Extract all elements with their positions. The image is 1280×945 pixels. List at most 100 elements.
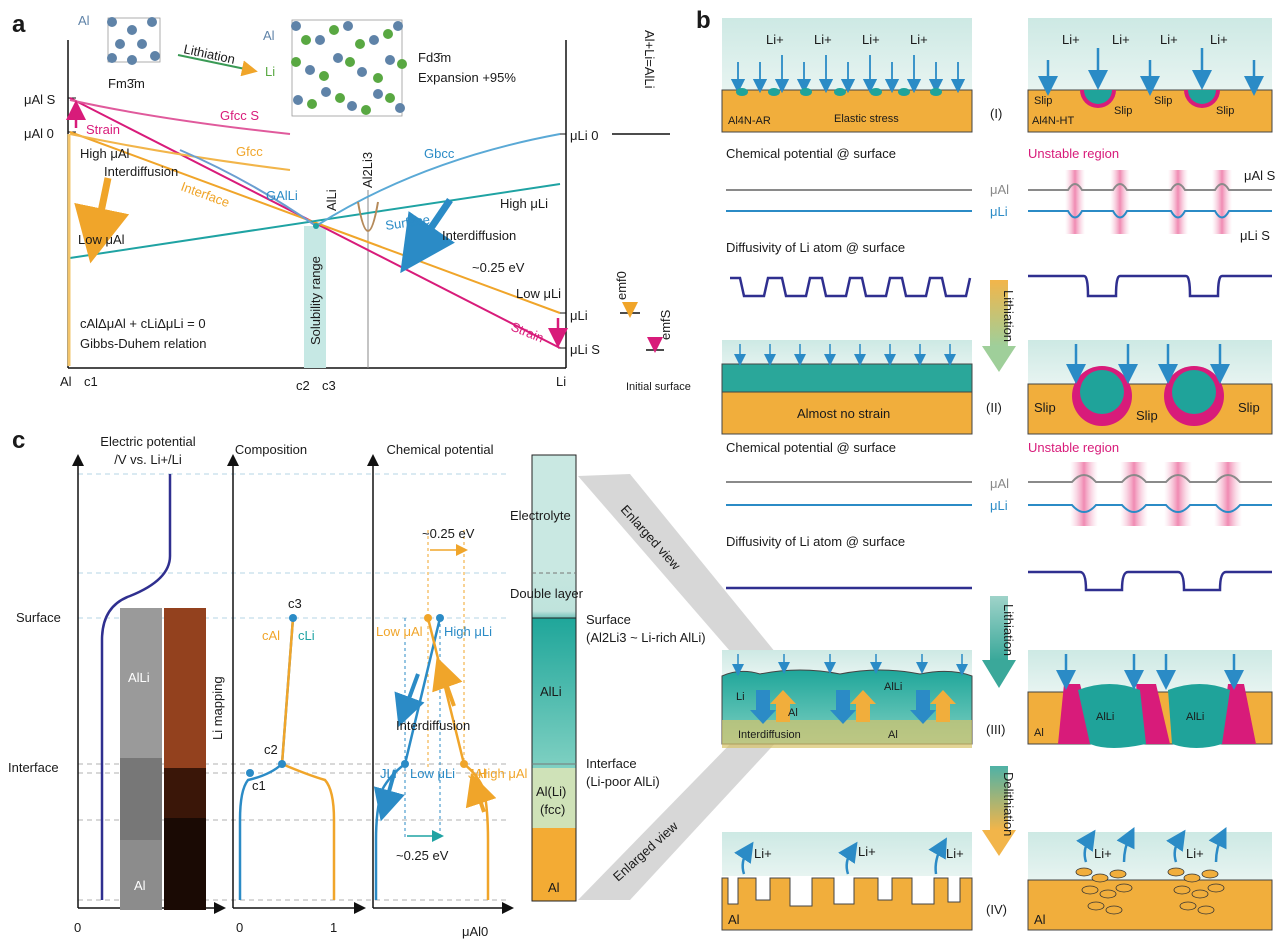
panel-b: b Li+ Li+ Li+ Li+ Al4N-AR Elastic stress… (626, 7, 1276, 931)
electric-title-2: /V vs. Li+/Li (114, 452, 182, 467)
interdiffusion-c: Interdiffusion (396, 718, 470, 733)
alli-box-label: AlLi (540, 684, 562, 699)
surface-box-label: Surface (586, 612, 631, 627)
low-mu-li-c: Low μLi (410, 766, 455, 781)
diffusivity-1: Diffusivity of Li atom @ surface (726, 240, 905, 255)
sem-al-label: Al (134, 878, 146, 893)
electric-potential-curve (100, 474, 172, 900)
interdiffusion-right-label: Interdiffusion (442, 228, 516, 243)
low-mu-li-label: Low μLi (516, 286, 561, 301)
almost-no-strain-label: Almost no strain (797, 406, 890, 421)
panel-letter-a: a (12, 11, 26, 38)
interdiffusion-li-arrow (400, 198, 455, 274)
low-mu-al-c: Low μAl (376, 624, 423, 639)
b4-li-2: Li+ (858, 844, 876, 859)
b4-al-left: Al (728, 912, 740, 927)
step-iv: (IV) (986, 902, 1007, 917)
mu-li-0-label: μLi 0 (570, 128, 598, 143)
unstable-2: Unstable region (1028, 440, 1119, 455)
crystal-fcc-icon (107, 17, 161, 65)
b1-right-al (1027, 89, 1273, 133)
x-c2-label: c2 (296, 378, 310, 393)
b3-alli-label: AlLi (884, 681, 902, 693)
mu-al-1: μAl (990, 182, 1009, 197)
solubility-band (304, 226, 326, 368)
high-mu-li-label: High μLi (500, 196, 548, 211)
crystal-right-expansion: Expansion +95% (418, 70, 516, 85)
double-layer-label: Double layer (510, 586, 584, 601)
b1-li-3: Li+ (862, 32, 880, 47)
unstable-1: Unstable region (1028, 146, 1119, 161)
electric-title-1: Electric potential (100, 434, 195, 449)
sem-alli-label: AlLi (128, 670, 150, 685)
diffusivity-curve-1 (730, 276, 972, 298)
c-surface-label: Surface (16, 610, 61, 625)
c-al-curve (280, 617, 336, 900)
panel-a: a Al Fm3̄m Lithiation Al Li (12, 11, 673, 393)
mu-li-1: μLi (990, 204, 1008, 219)
b1r-li-2: Li+ (1112, 32, 1130, 47)
ev-label-a: ~0.25 eV (472, 260, 525, 275)
gfcc-s-curve (69, 99, 291, 135)
lithiation-arrow-label: Lithiation (182, 41, 236, 66)
x-c3-label: c3 (322, 378, 336, 393)
al4n-ar-label: Al4N-AR (728, 115, 771, 127)
j-li-arrow-top (394, 673, 425, 728)
mu-al-s-label: μAl S (24, 92, 56, 107)
strain-label: Strain (86, 122, 120, 137)
emf0-label: emf0 (614, 271, 629, 300)
emfs-label: emfS (658, 309, 673, 340)
b4r-li-2: Li+ (1186, 846, 1204, 861)
mu-li-2: μLi (990, 498, 1008, 513)
high-mu-al-label: High μAl (80, 146, 130, 161)
interface-sub-label: (Li-poor AlLi) (586, 774, 660, 789)
slip-3: Slip (1154, 95, 1172, 107)
surface-sub-label: (Al2Li3 ~ Li-rich AlLi) (586, 630, 706, 645)
b1-li-4: Li+ (910, 32, 928, 47)
al2li3-label: Al2Li3 (360, 152, 375, 188)
electrolyte-label: Electrolyte (510, 508, 571, 523)
slip-1: Slip (1034, 95, 1052, 107)
mu-li-label: μLi (570, 308, 588, 323)
b1-li-1: Li+ (766, 32, 784, 47)
gibbs-eq-label: cAlΔμAl + cLiΔμLi = 0 (80, 316, 206, 331)
j-li-label: JLi (380, 766, 397, 781)
reaction-label: Al+Li=AlLi (642, 30, 657, 89)
slip-ii-3: Slip (1238, 400, 1260, 415)
strain-right-label: Strain (509, 319, 546, 346)
c-li-curve (238, 617, 295, 900)
j-al-label: JAl (468, 766, 486, 781)
al2li3-curve (357, 201, 379, 232)
lithiation-arrow (177, 54, 258, 77)
interdiffusion-left-label: Interdiffusion (104, 164, 178, 179)
b3-al-bottom: Al (888, 729, 898, 741)
b1r-li-3: Li+ (1160, 32, 1178, 47)
high-mu-al-c: High μAl (478, 766, 528, 781)
b1-left-al (721, 89, 973, 133)
b3r-alli-2: AlLi (1186, 711, 1204, 723)
galli-curve (179, 149, 317, 227)
b1r-li-4: Li+ (1210, 32, 1228, 47)
b4-fragments (1075, 867, 1225, 915)
interface-line-orange (69, 131, 561, 314)
chem-title: Chemical potential (387, 442, 494, 457)
c2-label: c2 (264, 742, 278, 757)
crystal-left-group: Fm3̄m (108, 76, 145, 91)
x0-a: 0 (74, 920, 81, 935)
crystal-right-li: Li (265, 64, 275, 79)
enlarged-wedge-top (578, 474, 780, 658)
interface-box-label: Interface (586, 756, 637, 771)
crystal-right-al: Al (263, 28, 275, 43)
crystal-right-group: Fd3̄m (418, 50, 451, 65)
b1r-li-1: Li+ (1062, 32, 1080, 47)
gfcc-label: Gfcc (236, 144, 263, 159)
b4r-al: Al (1034, 912, 1046, 927)
slip-ii-2: Slip (1136, 408, 1158, 423)
b4-li-1: Li+ (754, 846, 772, 861)
al-li-fcc-1: Al(Li) (536, 784, 566, 799)
li-mapping-label: Li mapping (210, 676, 225, 740)
high-mu-li-c: High μLi (444, 624, 492, 639)
b3-interdiffusion: Interdiffusion (738, 729, 801, 741)
lithiation-arrow-2: Lithiation (1001, 604, 1016, 656)
